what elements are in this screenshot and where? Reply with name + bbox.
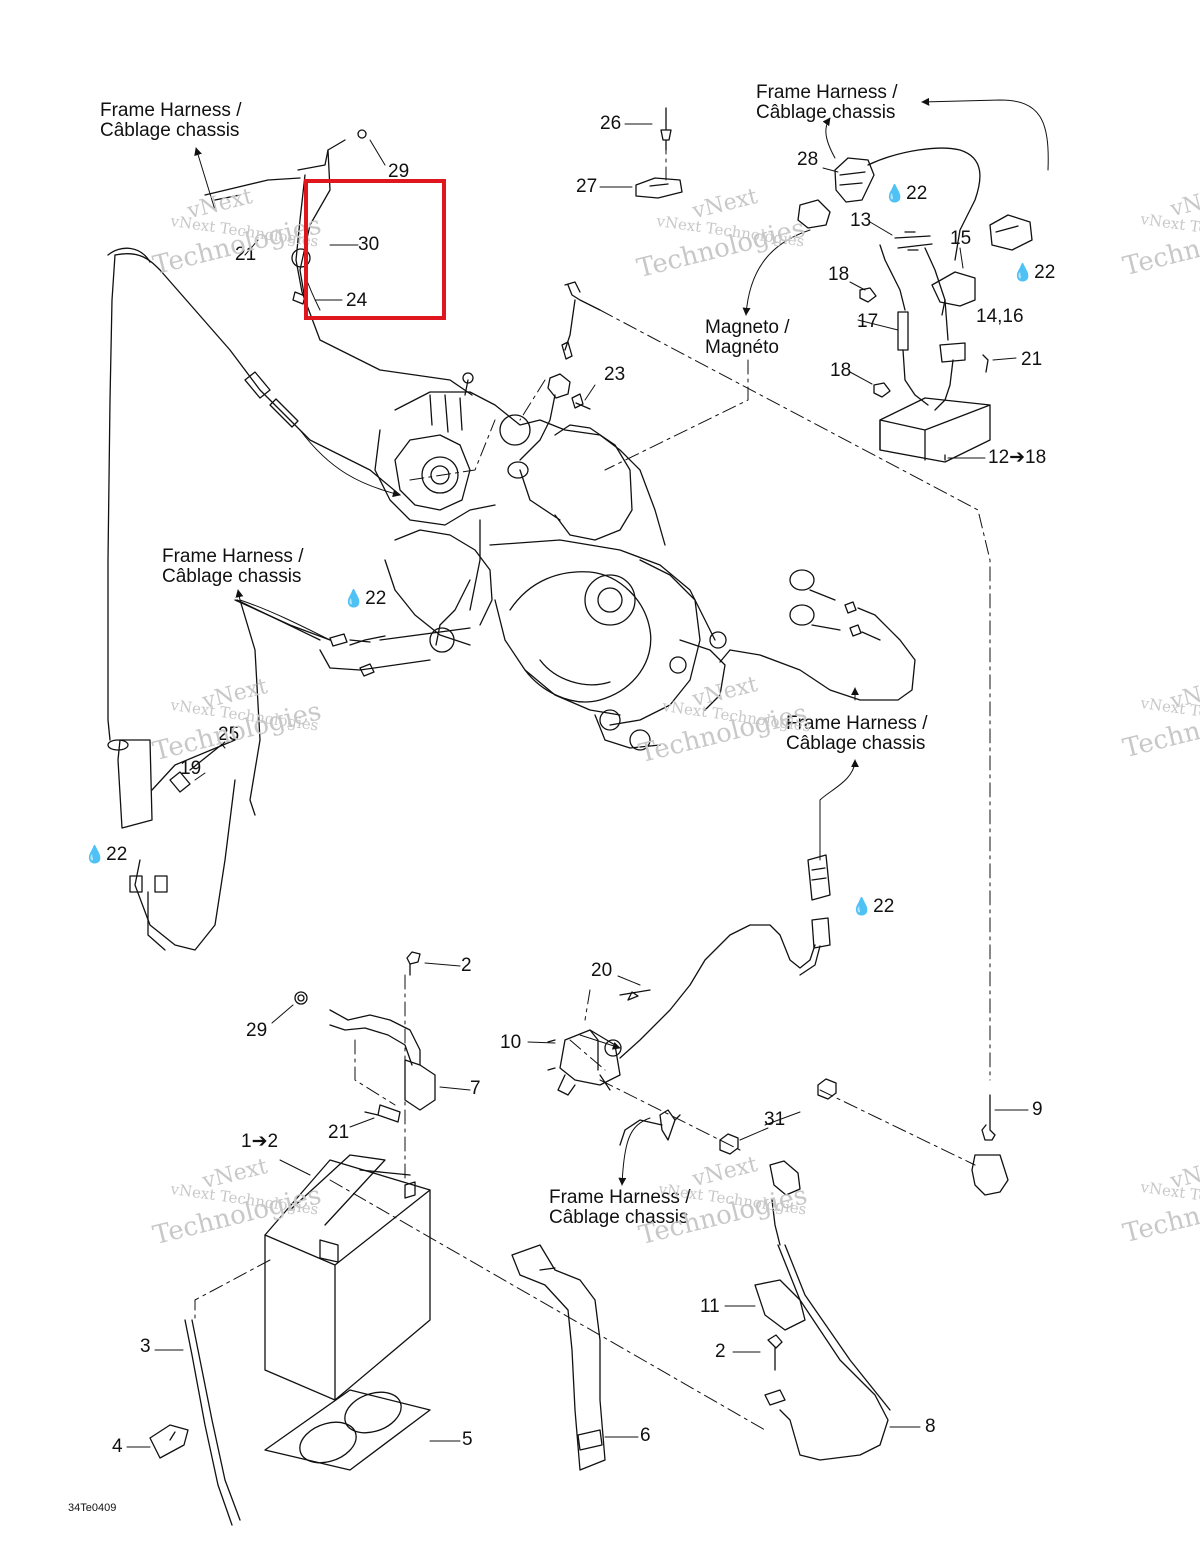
- magneto-label: Magneto /Magnéto: [705, 317, 790, 358]
- reference-arrows: [194, 97, 1049, 1186]
- callout-2: 2: [461, 955, 472, 976]
- callout-17: 17: [857, 311, 879, 332]
- callout-28: 28: [797, 149, 819, 170]
- callout-21: 21: [328, 1122, 350, 1143]
- callout-15: 15: [950, 228, 972, 249]
- callout-6: 6: [640, 1425, 651, 1446]
- frame-harness-label-bottom: Frame Harness /Câblage chassis: [549, 1187, 691, 1228]
- drop-icon: 💧: [851, 897, 873, 916]
- callout-19: 19: [180, 758, 202, 779]
- callout-8: 8: [925, 1416, 936, 1437]
- solenoid-assembly: [547, 854, 1009, 1461]
- callout-1-2: 1➔2: [241, 1131, 279, 1152]
- drop-icon: 💧: [1012, 263, 1034, 282]
- right-harness: [719, 569, 916, 701]
- battery-bracket: [294, 951, 436, 1123]
- battery: [264, 1154, 431, 1401]
- callout-13: 13: [850, 210, 872, 231]
- callout-21: 21: [235, 244, 257, 265]
- callout-30: 30: [358, 234, 380, 255]
- callout-7: 7: [470, 1078, 481, 1099]
- callout-22: 💧22: [343, 588, 387, 609]
- drop-icon: 💧: [343, 589, 365, 608]
- magneto-lead: [519, 281, 601, 461]
- callout-12-18: 12➔18: [988, 447, 1047, 468]
- engine-illustration: [374, 372, 727, 751]
- callout-22: 💧22: [851, 896, 895, 917]
- callout-14-16: 14,16: [976, 306, 1024, 327]
- callout-27: 27: [576, 176, 598, 197]
- callout-31: 31: [764, 1109, 786, 1130]
- callout-18: 18: [828, 264, 850, 285]
- callout-2: 2: [715, 1341, 726, 1362]
- battery-accessories: [149, 1319, 431, 1526]
- callout-23: 23: [604, 364, 626, 385]
- frame-harness-label-top-right: Frame Harness /Câblage chassis: [756, 82, 898, 123]
- callout-29: 29: [246, 1020, 268, 1041]
- battery-strap: [511, 1244, 606, 1471]
- frame-harness-label-mid-right: Frame Harness /Câblage chassis: [786, 713, 928, 754]
- regulator-harness: [635, 107, 1033, 463]
- diagram-code: 34Te0409: [68, 1502, 117, 1514]
- callout-22: 💧22: [1012, 262, 1056, 283]
- callout-11: 11: [700, 1296, 720, 1317]
- drop-icon: 💧: [84, 845, 106, 864]
- callout-24: 24: [346, 290, 368, 311]
- callout-5: 5: [462, 1429, 473, 1450]
- frame-harness-label-top-left: Frame Harness /Câblage chassis: [100, 100, 242, 141]
- top-left-harness: [204, 129, 473, 396]
- highlight-box: [304, 179, 446, 320]
- callout-4: 4: [112, 1436, 123, 1457]
- battery-cable: [754, 1279, 806, 1406]
- callout-20: 20: [591, 960, 613, 981]
- frame-harness-label-mid-left: Frame Harness /Câblage chassis: [162, 546, 304, 587]
- callout-3: 3: [140, 1336, 151, 1357]
- callout-22: 💧22: [884, 183, 928, 204]
- callout-26: 26: [600, 113, 622, 134]
- callout-29: 29: [388, 161, 410, 182]
- callout-25: 25: [218, 724, 240, 745]
- callout-18: 18: [830, 360, 852, 381]
- callout-22: 💧22: [84, 844, 128, 865]
- callout-10: 10: [500, 1032, 522, 1053]
- drop-icon: 💧: [884, 184, 906, 203]
- leader-lines: [126, 123, 1029, 1448]
- callout-21: 21: [1021, 349, 1043, 370]
- assembly-lines: [194, 139, 991, 1431]
- callout-9: 9: [1032, 1099, 1043, 1120]
- left-harness: [107, 247, 401, 951]
- center-left-harness: [234, 599, 471, 816]
